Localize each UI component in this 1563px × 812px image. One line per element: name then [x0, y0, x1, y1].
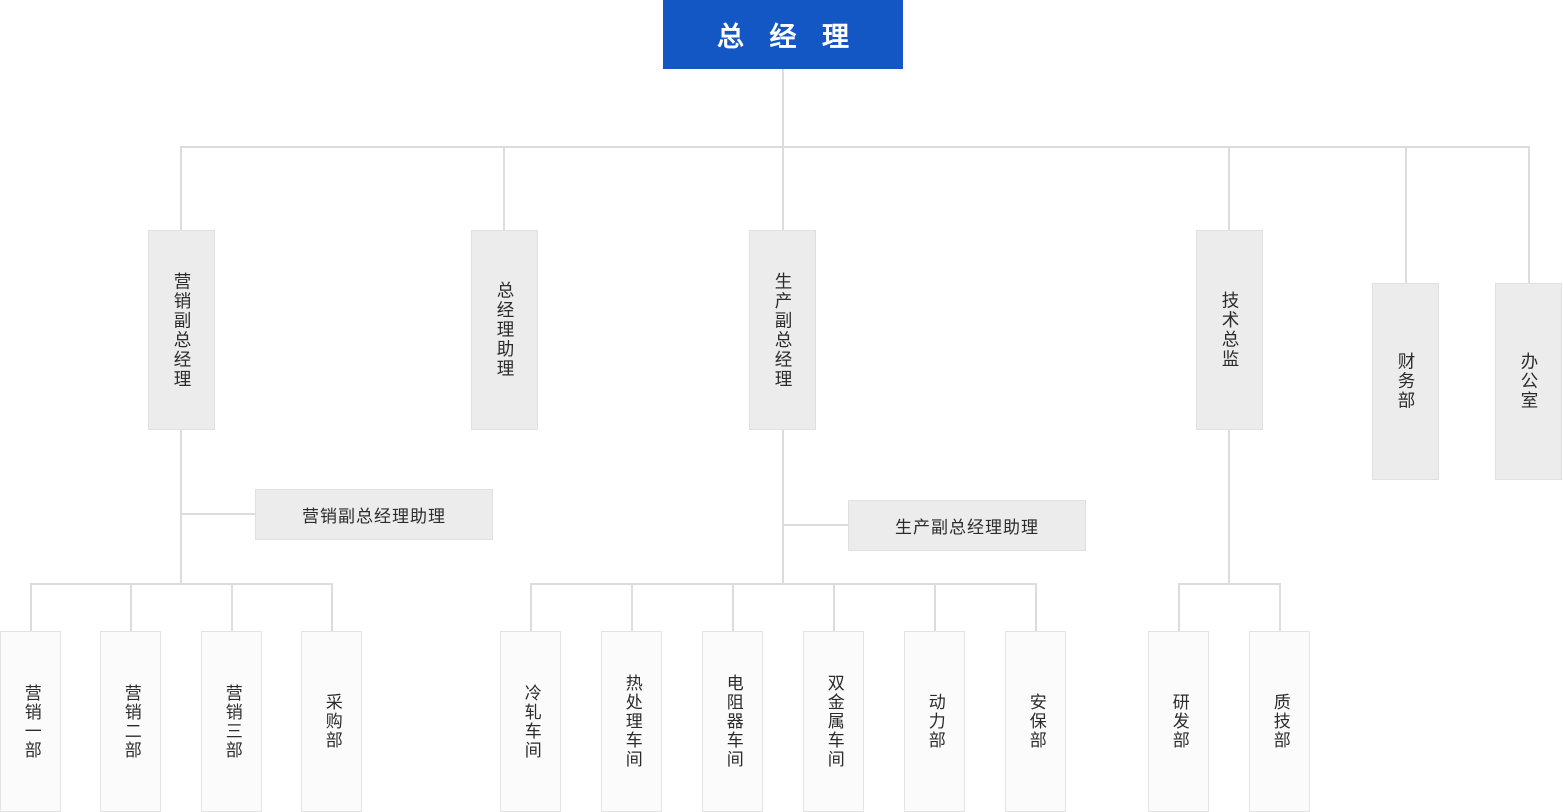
- connector-drop-security: [1035, 583, 1037, 631]
- node-label-tech-director: 技术总监: [1220, 291, 1241, 369]
- node-label-sales-1: 营销一部: [21, 683, 41, 760]
- node-marketing-vp[interactable]: 营销副总经理: [148, 230, 215, 430]
- connector-production-stem: [782, 430, 784, 583]
- connector-marketing-stem: [180, 430, 182, 583]
- connector-root-trunk: [782, 69, 784, 147]
- node-label-cold-rolling: 冷轧车间: [521, 683, 541, 760]
- node-label-bimetal: 双金属车间: [824, 674, 844, 769]
- node-sales-2[interactable]: 营销二部: [100, 631, 161, 812]
- connector-drop-finance: [1405, 146, 1407, 283]
- connector-production-bus: [530, 583, 1036, 585]
- node-marketing-vp-assistant[interactable]: 营销副总经理助理: [255, 489, 493, 540]
- connector-drop-sales-2: [130, 583, 132, 631]
- node-security[interactable]: 安保部: [1005, 631, 1066, 812]
- node-label-sales-2: 营销二部: [121, 683, 141, 760]
- node-label-gm-assistant: 总经理助理: [495, 281, 516, 379]
- connector-drop-quality-tech: [1279, 583, 1281, 631]
- node-production-vp-assistant[interactable]: 生产副总经理助理: [848, 500, 1086, 551]
- connector-marketing-assistant-stub: [180, 513, 256, 515]
- node-resistor[interactable]: 电阻器车间: [702, 631, 763, 812]
- node-label-power: 动力部: [925, 693, 945, 750]
- node-production-vp[interactable]: 生产副总经理: [749, 230, 816, 430]
- connector-drop-sales-3: [231, 583, 233, 631]
- node-finance-dept[interactable]: 财务部: [1372, 283, 1439, 480]
- node-cold-rolling[interactable]: 冷轧车间: [500, 631, 561, 812]
- connector-drop-heat-treatment: [631, 583, 633, 631]
- node-label-general-manager: 总 经 理: [716, 22, 858, 52]
- node-general-manager[interactable]: 总 经 理: [663, 0, 903, 69]
- connector-drop-production-vp: [782, 146, 784, 230]
- node-label-marketing-vp: 营销副总经理: [172, 271, 193, 389]
- node-sales-1[interactable]: 营销一部: [0, 631, 61, 812]
- node-label-production-vp-assistant: 生产副总经理助理: [895, 518, 1039, 537]
- node-quality-tech[interactable]: 质技部: [1249, 631, 1310, 812]
- connector-drop-cold-rolling: [530, 583, 532, 631]
- node-label-quality-tech: 质技部: [1270, 693, 1290, 750]
- node-bimetal[interactable]: 双金属车间: [803, 631, 864, 812]
- node-power[interactable]: 动力部: [904, 631, 965, 812]
- connector-drop-purchasing: [331, 583, 333, 631]
- connector-production-assistant-stub: [782, 524, 849, 526]
- connector-tech-bus: [1178, 583, 1281, 585]
- connector-drop-marketing-vp: [180, 146, 182, 230]
- node-label-office-dept: 办公室: [1519, 352, 1540, 411]
- connector-drop-resistor: [732, 583, 734, 631]
- node-gm-assistant[interactable]: 总经理助理: [471, 230, 538, 430]
- connector-drop-bimetal: [833, 583, 835, 631]
- node-label-heat-treatment: 热处理车间: [622, 674, 642, 769]
- node-office-dept[interactable]: 办公室: [1495, 283, 1562, 480]
- connector-drop-tech-director: [1228, 146, 1230, 230]
- connector-drop-rnd: [1178, 583, 1180, 631]
- node-label-finance-dept: 财务部: [1396, 352, 1417, 411]
- node-heat-treatment[interactable]: 热处理车间: [601, 631, 662, 812]
- node-label-production-vp: 生产副总经理: [773, 271, 794, 389]
- node-label-resistor: 电阻器车间: [723, 674, 743, 769]
- connector-main-bus: [180, 146, 1530, 148]
- node-label-sales-3: 营销三部: [222, 683, 242, 760]
- node-label-security: 安保部: [1026, 693, 1046, 750]
- node-label-purchasing: 采购部: [322, 693, 342, 750]
- node-tech-director[interactable]: 技术总监: [1196, 230, 1263, 430]
- connector-drop-sales-1: [30, 583, 32, 631]
- connector-drop-office: [1528, 146, 1530, 283]
- node-label-marketing-vp-assistant: 营销副总经理助理: [302, 507, 446, 526]
- node-purchasing[interactable]: 采购部: [301, 631, 362, 812]
- connector-marketing-bus: [30, 583, 332, 585]
- node-rnd[interactable]: 研发部: [1148, 631, 1209, 812]
- connector-drop-gm-assistant: [503, 146, 505, 230]
- node-label-rnd: 研发部: [1169, 693, 1189, 750]
- connector-tech-stem: [1228, 430, 1230, 583]
- node-sales-3[interactable]: 营销三部: [201, 631, 262, 812]
- connector-drop-power: [934, 583, 936, 631]
